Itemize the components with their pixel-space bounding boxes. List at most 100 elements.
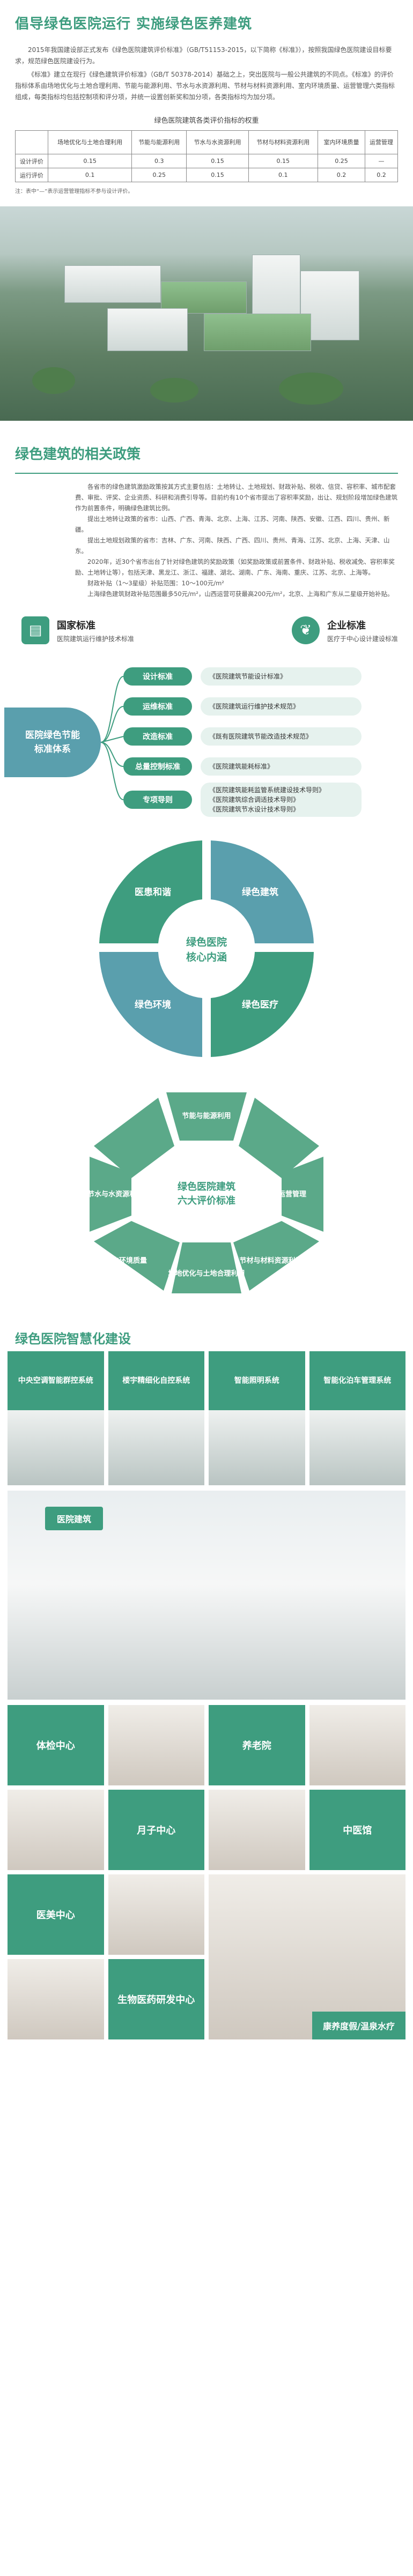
table-cell: 0.15 — [248, 154, 318, 168]
service-label: 体检中心 — [8, 1705, 104, 1785]
building-shape — [64, 265, 161, 303]
system-row-label: 改造标准 — [123, 727, 192, 746]
six-standards-diagram: 绿色医院建筑 六大评价标准 节能与能源利用 运营管理 节材与材料资源利用 场地优… — [67, 1076, 346, 1307]
six-center-line: 六大评价标准 — [178, 1195, 235, 1207]
services-grid: 体检中心 养老院 月子中心 中医馆 医美中心 康养度假/温泉水疗 生物医药研发中… — [0, 1700, 413, 2039]
smart-tile-label: 中央空调智能群控系统 — [8, 1351, 104, 1410]
intro-paragraph: 2015年我国建设部正式发布《绿色医院建筑评价标准》（GB/T51153-201… — [15, 46, 392, 65]
core-segment-label: 绿色医疗 — [242, 999, 278, 1010]
core-center-line: 核心内涵 — [186, 951, 227, 963]
table-header-cell: 场地优化与土地合理利用 — [47, 130, 132, 154]
standards-row: ▤ 国家标准 医院建筑运行维护技术标准 ❦ 企业标准 医疗于中心设计建设标准 — [0, 599, 413, 644]
national-standard: ▤ 国家标准 医院建筑运行维护技术标准 — [21, 616, 134, 644]
smart-tile: 智能照明系统 — [209, 1351, 305, 1485]
table-header-cell: 运营管理 — [365, 130, 398, 154]
service-label: 生物医药研发中心 — [108, 1959, 204, 2039]
table-header-cell: 节材与材料资源利用 — [248, 130, 318, 154]
core-segment-label: 医患和谐 — [135, 887, 171, 898]
intro-text: 2015年我国建设部正式发布《绿色医院建筑评价标准》（GB/T51153-201… — [0, 38, 413, 103]
table-cell: 0.2 — [317, 168, 366, 182]
wheel-segment — [94, 1098, 174, 1178]
service-label: 月子中心 — [108, 1790, 204, 1870]
system-row-label: 总量控制标准 — [123, 757, 192, 776]
policy-paragraph: 上海绿色建筑财政补贴范围最多50元/m²，山西运营可获最高200元/m²，北京、… — [87, 590, 394, 598]
smart-tiles: 中央空调智能群控系统 楼宇精细化自控系统 智能照明系统 智能化泊车管理系统 — [0, 1351, 413, 1485]
wheel-segment — [166, 1092, 247, 1141]
system-item: 《医院建筑能耗标准》 — [209, 763, 274, 770]
core-center-line: 绿色医院 — [186, 936, 227, 948]
building-shape — [107, 308, 188, 351]
page-title: 倡导绿色医院运行 实施绿色医养建筑 — [15, 16, 253, 32]
service-photo — [309, 1705, 405, 1785]
table-cell: 运行评价 — [15, 168, 48, 182]
service-label: 医美中心 — [8, 1874, 104, 1955]
ring-segment — [211, 840, 314, 943]
six-standards-wheel: 绿色医院建筑 六大评价标准 节能与能源利用 运营管理 节材与材料资源利用 场地优… — [87, 1092, 323, 1293]
service-label: 养老院 — [209, 1705, 305, 1785]
table-cell: 设计评价 — [15, 154, 48, 168]
policy-paragraph: 2020年，近30个省市出台了针对绿色建筑的奖励政策（如奖励政策或前置条件、财政… — [75, 558, 395, 576]
service-photo — [108, 1874, 204, 1955]
system-row-value: 《医院建筑节能设计标准》 — [201, 667, 362, 686]
lobby-tag: 医院建筑 — [45, 1507, 104, 1530]
table-cell: 0.2 — [365, 168, 398, 182]
resort-label: 康养度假/温泉水疗 — [312, 2012, 405, 2039]
six-item-label: 运营管理 — [278, 1190, 306, 1198]
table-cell: 0.25 — [131, 168, 187, 182]
wheel-segment — [233, 1221, 319, 1291]
table-row: 设计评价 0.15 0.3 0.15 0.15 0.25 — — [15, 154, 398, 168]
table-cell: 0.25 — [317, 154, 366, 168]
system-item: 《医院建筑节水设计技术导则》 — [209, 806, 300, 813]
intro-paragraph: 《标准》建立在现行《绿色建筑评价标准》（GB/T 50378-2014）基础之上… — [15, 71, 395, 101]
building-control-image — [108, 1410, 204, 1485]
table-header-cell — [15, 130, 48, 154]
system-item: 《医院建筑节能设计标准》 — [209, 673, 287, 680]
tree-shape — [150, 378, 198, 403]
wheel-segment — [90, 1157, 131, 1232]
leaf-icon: ❦ — [291, 616, 320, 644]
system-row-value: 《既有医院建筑节能改造技术规范》 — [201, 727, 362, 746]
policy-paragraph: 财政补贴（1～3星级）补贴范围：10～100元/m² — [87, 579, 224, 587]
tree-shape — [279, 373, 343, 405]
system-row: 总量控制标准 《医院建筑能耗标准》 — [123, 757, 362, 776]
table-cell: 0.1 — [47, 168, 132, 182]
smart-tile: 智能化泊车管理系统 — [309, 1351, 405, 1485]
system-item: 《医院建筑能耗监管系统建设技术导则》 — [209, 786, 326, 794]
system-row: 设计标准 《医院建筑节能设计标准》 — [123, 667, 362, 686]
table-header-cell: 节能与能源利用 — [131, 130, 187, 154]
hospital-aerial-image — [0, 206, 413, 421]
standard-system-diagram: 医院绿色节能标准体系 设计标准 《医院建筑节能设计标准》 运维标准 《医院建筑运… — [0, 659, 413, 820]
smart-tile-label: 智能照明系统 — [209, 1351, 305, 1410]
document-icon: ▤ — [21, 616, 49, 644]
table-header-cell: 室内环境质量 — [317, 130, 366, 154]
six-item-label: 节能与能源利用 — [182, 1112, 231, 1120]
system-item: 《既有医院建筑节能改造技术规范》 — [209, 733, 313, 740]
system-row-label: 设计标准 — [123, 667, 192, 686]
core-ring: 绿色医院 核心内涵 医患和谐 绿色建筑 绿色医疗 绿色环境 — [99, 840, 314, 1057]
smart-title: 绿色医院智慧化建设 — [15, 1331, 131, 1346]
page-footer — [0, 2039, 413, 2056]
table-cell: — — [365, 154, 398, 168]
system-row-value: 《医院建筑能耗标准》 — [201, 757, 362, 776]
ring-segment — [99, 952, 202, 1057]
table-cell: 0.15 — [186, 154, 249, 168]
table-header-row: 场地优化与土地合理利用 节能与能源利用 节水与水资源利用 节材与材料资源利用 室… — [15, 130, 398, 154]
enterprise-standard: ❦ 企业标准 医疗于中心设计建设标准 — [291, 616, 398, 644]
system-item: 《医院建筑运行维护技术规范》 — [209, 703, 300, 710]
table-cell: 0.1 — [248, 168, 318, 182]
system-row-value: 《医院建筑能耗监管系统建设技术导则》 《医院建筑综合调适技术导则》 《医院建筑节… — [201, 783, 362, 817]
service-photo — [108, 1705, 204, 1785]
system-hub: 医院绿色节能标准体系 — [4, 708, 101, 777]
policy-title: 绿色建筑的相关政策 — [15, 446, 141, 463]
six-center-line: 绿色医院建筑 — [178, 1181, 235, 1193]
core-segment-label: 绿色环境 — [135, 999, 171, 1010]
table-cell: 0.15 — [47, 154, 132, 168]
wheel-segment — [282, 1157, 323, 1232]
policy-paragraph: 各省市的绿色建筑激励政策按其方式主要包括：土地转让、土地规划、财政补贴、税收、信… — [75, 483, 398, 512]
hub-line: 医院绿色节能 — [25, 730, 80, 741]
table-note: 注：表中“—”表示运营管理指标不参与设计评价。 — [15, 189, 134, 195]
parking-image — [309, 1410, 405, 1485]
core-connotation-diagram: 绿色医院 核心内涵 医患和谐 绿色建筑 绿色医疗 绿色环境 — [72, 836, 341, 1061]
system-row: 运维标准 《医院建筑运行维护技术规范》 — [123, 697, 362, 716]
service-photo — [209, 1790, 305, 1870]
